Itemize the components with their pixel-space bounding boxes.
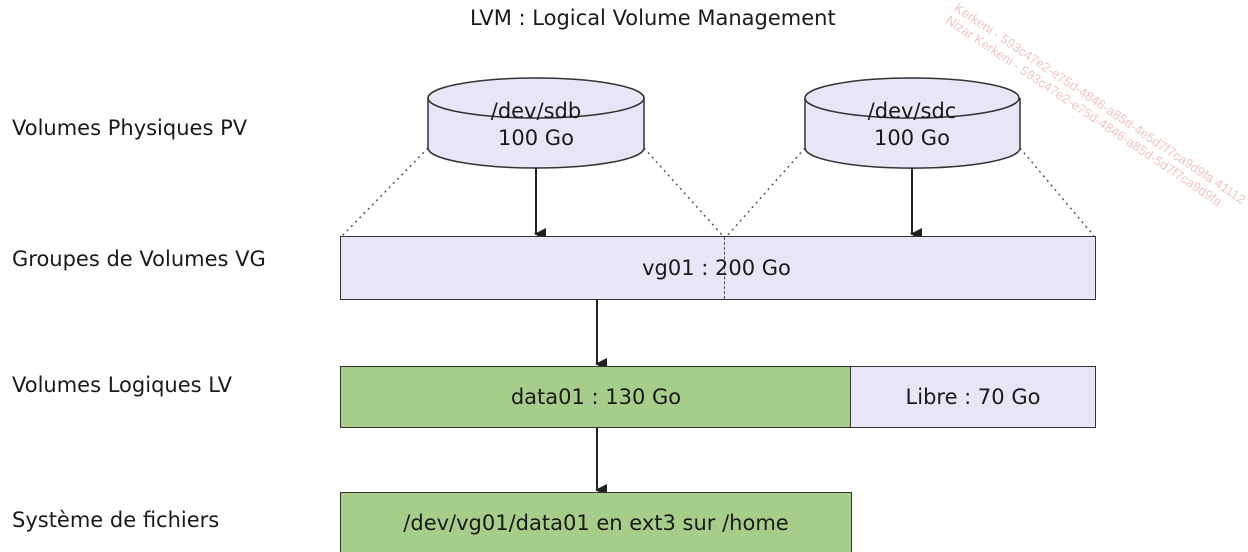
disk-sdb-size: 100 Go (498, 126, 574, 150)
row-label-logical-volumes: Volumes Logiques LV (12, 373, 232, 397)
row-label-volume-groups: Groupes de Volumes VG (12, 247, 266, 271)
row-label-physical-volumes: Volumes Physiques PV (12, 116, 248, 140)
diagram-title: LVM : Logical Volume Management (470, 6, 836, 30)
diagram-graphics (341, 77, 1095, 496)
volume-group-box: vg01 : 200 Go (340, 236, 1096, 300)
volume-group-label: vg01 : 200 Go (642, 256, 791, 280)
logical-volume-data01: data01 : 130 Go (340, 366, 852, 428)
flow-arrows (534, 168, 922, 496)
logical-volume-free-label: Libre : 70 Go (905, 385, 1041, 409)
disk-sdc-device: /dev/sdc (867, 99, 957, 123)
disk-sdc-label: /dev/sdc 100 Go (847, 98, 977, 152)
row-label-file-system: Système de fichiers (12, 508, 220, 532)
disk-sdc-size: 100 Go (874, 126, 950, 150)
filesystem-box: /dev/vg01/data01 en ext3 sur /home (340, 492, 852, 552)
logical-volume-data01-label: data01 : 130 Go (510, 385, 682, 409)
dotted-mapping-lines (341, 147, 1095, 237)
filesystem-label: /dev/vg01/data01 en ext3 sur /home (403, 510, 789, 535)
disk-sdb (427, 77, 645, 169)
disk-sdb-device: /dev/sdb (490, 99, 582, 123)
vg-divider (724, 237, 725, 299)
disk-sdc (804, 77, 1021, 169)
disk-sdb-label: /dev/sdb 100 Go (471, 98, 601, 152)
logical-volume-free: Libre : 70 Go (850, 366, 1096, 428)
